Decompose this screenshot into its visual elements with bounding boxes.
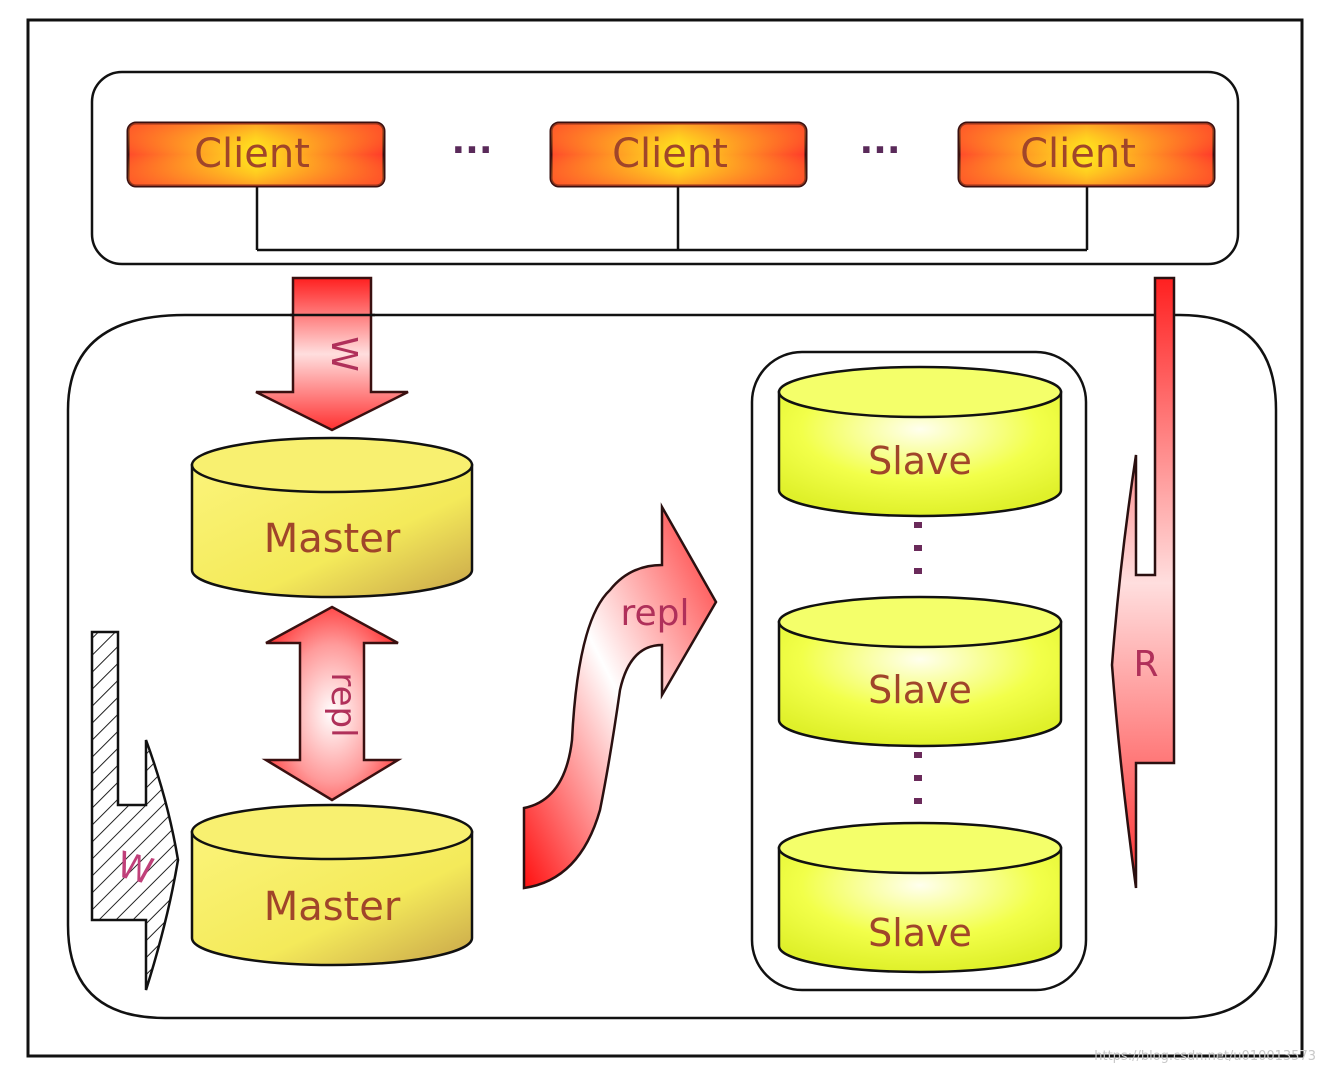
client-label: Client bbox=[1020, 131, 1136, 177]
database-cluster-box bbox=[66, 313, 1278, 1020]
slave-ellipsis bbox=[914, 752, 922, 804]
master-label: Master bbox=[264, 884, 401, 930]
client-bus bbox=[255, 186, 1089, 252]
client-node[interactable]: Client bbox=[957, 121, 1216, 188]
slave-db[interactable]: Slave bbox=[777, 821, 1063, 974]
master-master-repl-label: repl bbox=[323, 672, 363, 737]
replication-arrow-label: repl bbox=[620, 593, 689, 634]
client-node[interactable]: Client bbox=[549, 121, 808, 188]
read-arrow-label: R bbox=[1133, 644, 1158, 685]
slave-group-box bbox=[750, 350, 1088, 992]
write-arrow-label: W bbox=[323, 336, 364, 372]
replication-arrow: repl bbox=[522, 502, 718, 890]
slave-db[interactable]: Slave bbox=[777, 595, 1063, 748]
read-arrow: R bbox=[1110, 276, 1176, 889]
client-node[interactable]: Client bbox=[126, 121, 386, 188]
slave-ellipsis bbox=[914, 522, 922, 574]
slave-label: Slave bbox=[868, 439, 972, 483]
client-label: Client bbox=[194, 131, 310, 177]
outer-frame bbox=[26, 18, 1304, 1058]
slave-label: Slave bbox=[868, 668, 972, 712]
master-db[interactable]: Master bbox=[190, 803, 474, 967]
failover-write-arrow: W bbox=[90, 630, 180, 991]
client-group-box bbox=[90, 70, 1240, 266]
write-arrow: W bbox=[255, 276, 409, 432]
slave-label: Slave bbox=[868, 911, 972, 955]
client-ellipsis: ··· bbox=[859, 130, 900, 171]
master-label: Master bbox=[264, 516, 401, 562]
client-label: Client bbox=[612, 131, 728, 177]
master-db[interactable]: Master bbox=[190, 436, 474, 599]
watermark: https://blog.csdn.net/u010013573 bbox=[1094, 1049, 1316, 1064]
master-master-repl-arrow: repl bbox=[261, 605, 403, 802]
client-ellipsis: ··· bbox=[451, 130, 492, 171]
slave-db[interactable]: Slave bbox=[777, 365, 1063, 518]
